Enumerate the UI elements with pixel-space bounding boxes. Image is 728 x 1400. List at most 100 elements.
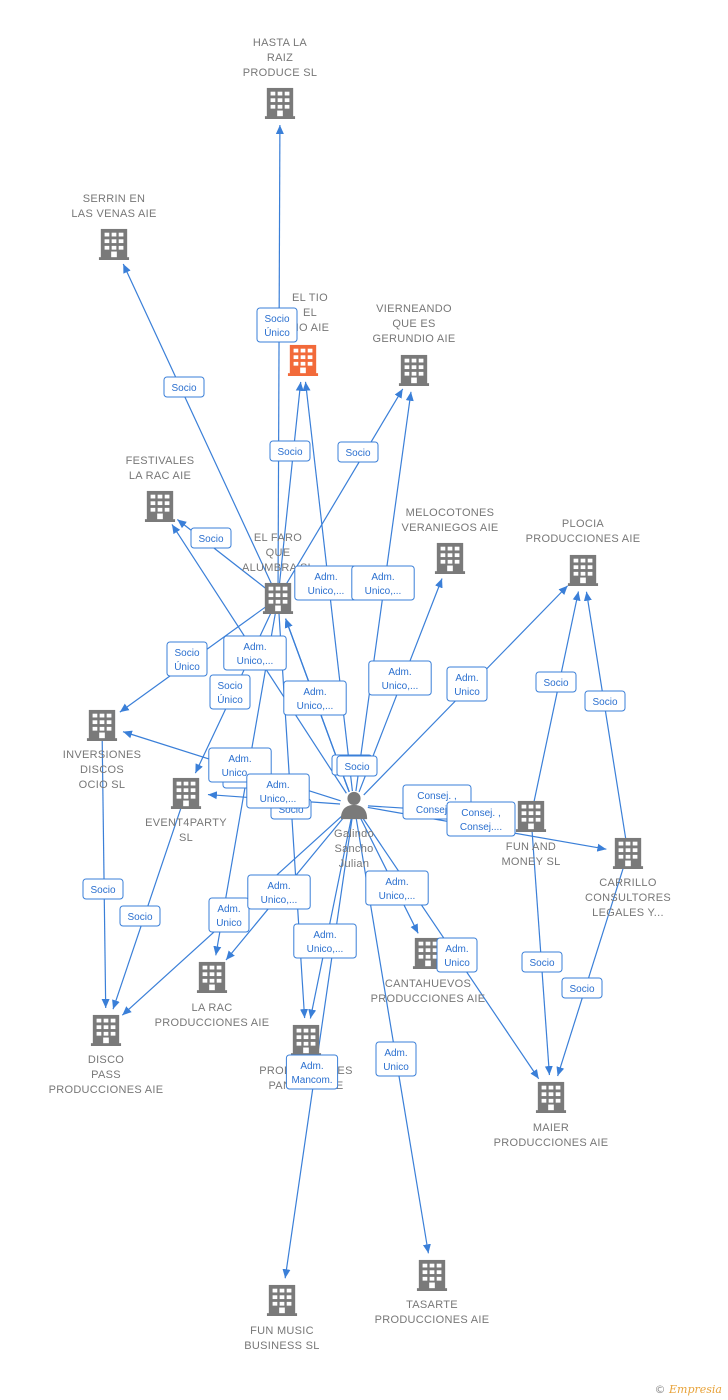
edge-label[interactable]: Socio xyxy=(561,977,603,999)
node-funmusic[interactable]: FUN MUSIC BUSINESS SL xyxy=(244,1284,319,1352)
edge-label[interactable]: Socio xyxy=(190,527,232,549)
node-label: EL TIO xyxy=(292,292,328,304)
node-label: PRODUCCIONES AIE xyxy=(494,1137,609,1149)
edge-label-text: Unico xyxy=(383,1062,409,1073)
edge-label[interactable]: Socio xyxy=(119,905,161,927)
edge-label-box xyxy=(436,937,478,973)
edge-label-text: Unico,... xyxy=(365,586,402,597)
edge-label-box xyxy=(375,1041,417,1077)
edge-label-text: Adm. xyxy=(313,930,336,941)
edge-label[interactable]: Socio xyxy=(521,951,563,973)
node-serrin[interactable]: SERRIN EN LAS VENAS AIE xyxy=(71,193,156,260)
edge-label[interactable]: Socio xyxy=(535,671,577,693)
edge-label[interactable]: Adm.Unico,... xyxy=(293,923,357,959)
edge-label[interactable]: Adm.Unico,... xyxy=(223,635,287,671)
edge-label-box xyxy=(446,666,488,702)
node-label: SERRIN EN xyxy=(83,193,146,205)
edge-label[interactable]: Adm.Unico,... xyxy=(365,870,429,906)
node-label: FUN MUSIC xyxy=(250,1325,314,1337)
edge-label-box xyxy=(365,870,429,906)
node-label: VIERNEANDO xyxy=(376,303,452,315)
edge-label[interactable]: Adm.Unico xyxy=(208,897,250,933)
edge-label-text: Adm. xyxy=(300,1061,323,1072)
node-label: VERANIEGOS AIE xyxy=(401,522,498,534)
node-label: PRODUCCIONES AIE xyxy=(375,1314,490,1326)
edge-label-text: Mancom. xyxy=(291,1075,332,1086)
node-label: PRODUCCIONES AIE xyxy=(155,1017,270,1029)
edge-label-text: Adm. xyxy=(266,780,289,791)
edge-carrillo-plocia xyxy=(583,591,627,840)
edge-label-box xyxy=(584,690,626,712)
brand-logo[interactable]: Empresia xyxy=(669,1383,722,1396)
edge-label-box xyxy=(351,565,415,601)
node-label: QUE xyxy=(266,547,291,559)
edge-carrillo-maier xyxy=(556,866,625,1077)
node-label: SL xyxy=(179,832,193,844)
node-label: EL xyxy=(303,307,317,319)
edge-label-text: Unico,... xyxy=(222,768,259,779)
edge-label-text: Unico,... xyxy=(297,701,334,712)
edge-label[interactable]: Socio xyxy=(336,755,378,777)
node-label: Julian xyxy=(339,858,370,870)
edge-label-text: Adm. xyxy=(384,1048,407,1059)
edge-label-box xyxy=(208,897,250,933)
edge-label[interactable]: Adm.Unico,... xyxy=(351,565,415,601)
edge-label[interactable]: Adm.Unico,... xyxy=(246,773,310,809)
edge-label[interactable]: Adm.Unico,... xyxy=(283,680,347,716)
node-label: OCIO SL xyxy=(79,779,126,791)
edge-label-text: Adm. xyxy=(228,754,251,765)
edge-label-box xyxy=(521,951,563,973)
edge-label[interactable]: Socio xyxy=(163,376,205,398)
edge-label[interactable]: Adm.Unico,... xyxy=(294,565,358,601)
building-icon xyxy=(196,961,228,993)
node-label: BUSINESS SL xyxy=(244,1340,319,1352)
edge-label-text: Socio xyxy=(277,447,302,458)
edge-label-box xyxy=(535,671,577,693)
edge-label[interactable]: Socio xyxy=(269,440,311,462)
node-label: PRODUCE SL xyxy=(243,67,318,79)
edge-label-box xyxy=(223,635,287,671)
edge-label-text: Adm. xyxy=(217,904,240,915)
edge-label-text: Único xyxy=(174,660,200,673)
edge-label[interactable]: Adm. Mancom. xyxy=(285,1054,339,1090)
edge-label[interactable]: Socio xyxy=(82,878,124,900)
edge-label[interactable]: Adm.Unico xyxy=(446,666,488,702)
edge-label[interactable]: Socio xyxy=(337,441,379,463)
node-label: PRODUCCIONES AIE xyxy=(526,533,641,545)
edge-label[interactable]: Adm.Unico xyxy=(436,937,478,973)
edge-person-pantano xyxy=(308,818,352,1019)
edge-label-text: Socio xyxy=(264,314,289,325)
edge-label[interactable]: Adm.Unico,... xyxy=(368,660,432,696)
edge-label-text: Socio xyxy=(345,448,370,459)
node-label: EL FARO xyxy=(254,532,302,544)
edge-label[interactable]: Adm.Unico,... xyxy=(247,874,311,910)
edge-label-text: Socio xyxy=(217,681,242,692)
edge-label[interactable]: Consej. ,Consej.... xyxy=(446,801,516,837)
edge-label[interactable]: Adm. Unico xyxy=(375,1041,417,1077)
node-label: QUE ES xyxy=(392,318,435,330)
node-label: FESTIVALES xyxy=(126,455,195,467)
node-label: LAS VENAS AIE xyxy=(71,208,156,220)
edge-label[interactable]: Socio xyxy=(584,690,626,712)
edge-label-text: Adm. xyxy=(445,944,468,955)
